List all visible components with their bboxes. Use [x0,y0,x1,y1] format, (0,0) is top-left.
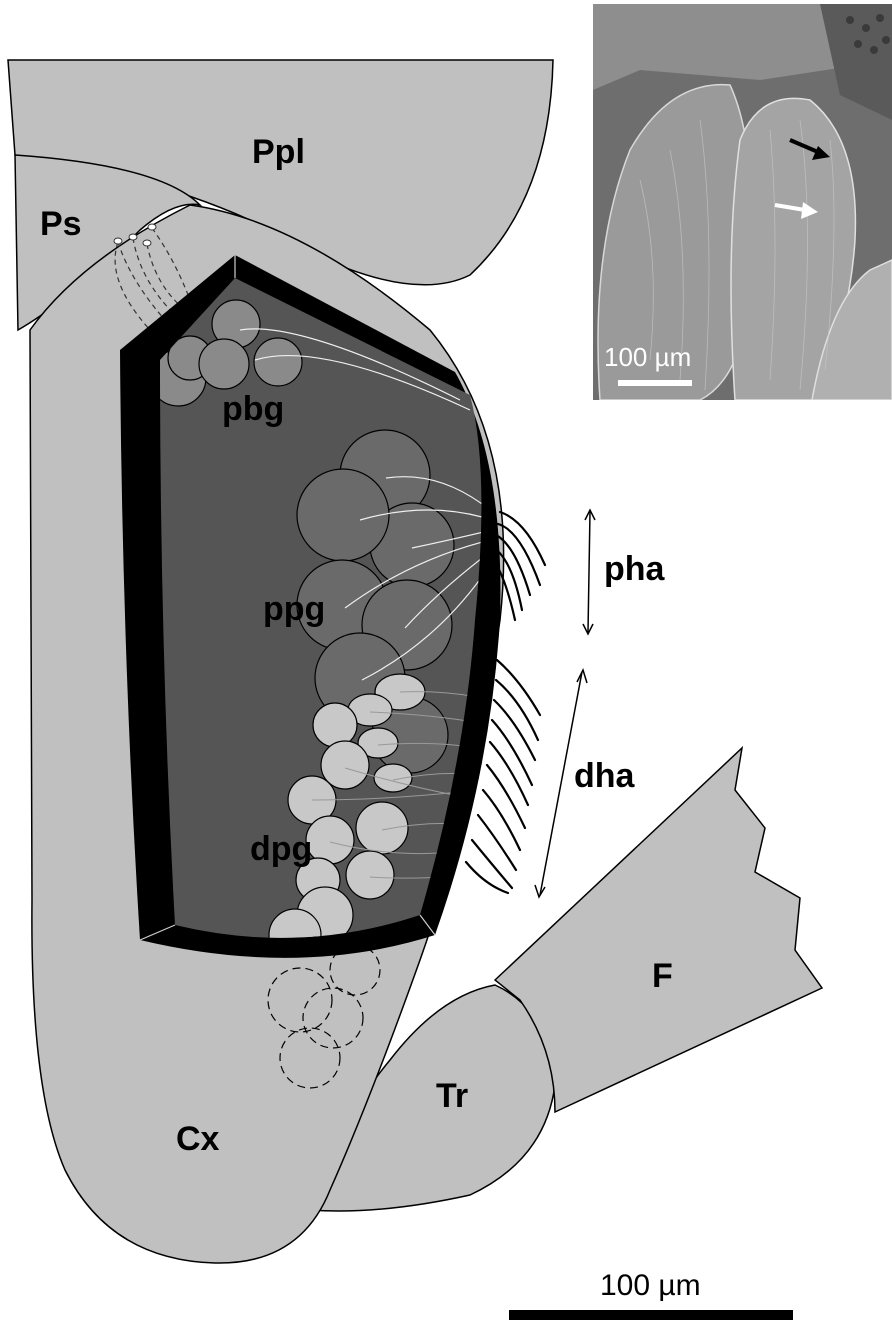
label-dpg: dpg [250,830,312,868]
label-f: F [652,957,673,995]
label-ppg: ppg [263,590,325,628]
inset-scale-label: 100 µm [604,342,691,372]
label-ps: Ps [40,205,82,243]
label-tr: Tr [436,1077,468,1115]
label-dha: dha [574,757,636,795]
scale-bar [509,1310,793,1320]
label-cx: Cx [176,1120,220,1158]
scale-bar-label: 100 µm [600,1269,701,1302]
sem-inset: 100 µm [593,4,892,400]
pha-arrow [583,510,595,634]
label-ppl: Ppl [252,133,305,171]
inset-scale-bar [618,380,692,386]
label-pha: pha [604,550,666,588]
label-pbg: pbg [222,390,284,428]
